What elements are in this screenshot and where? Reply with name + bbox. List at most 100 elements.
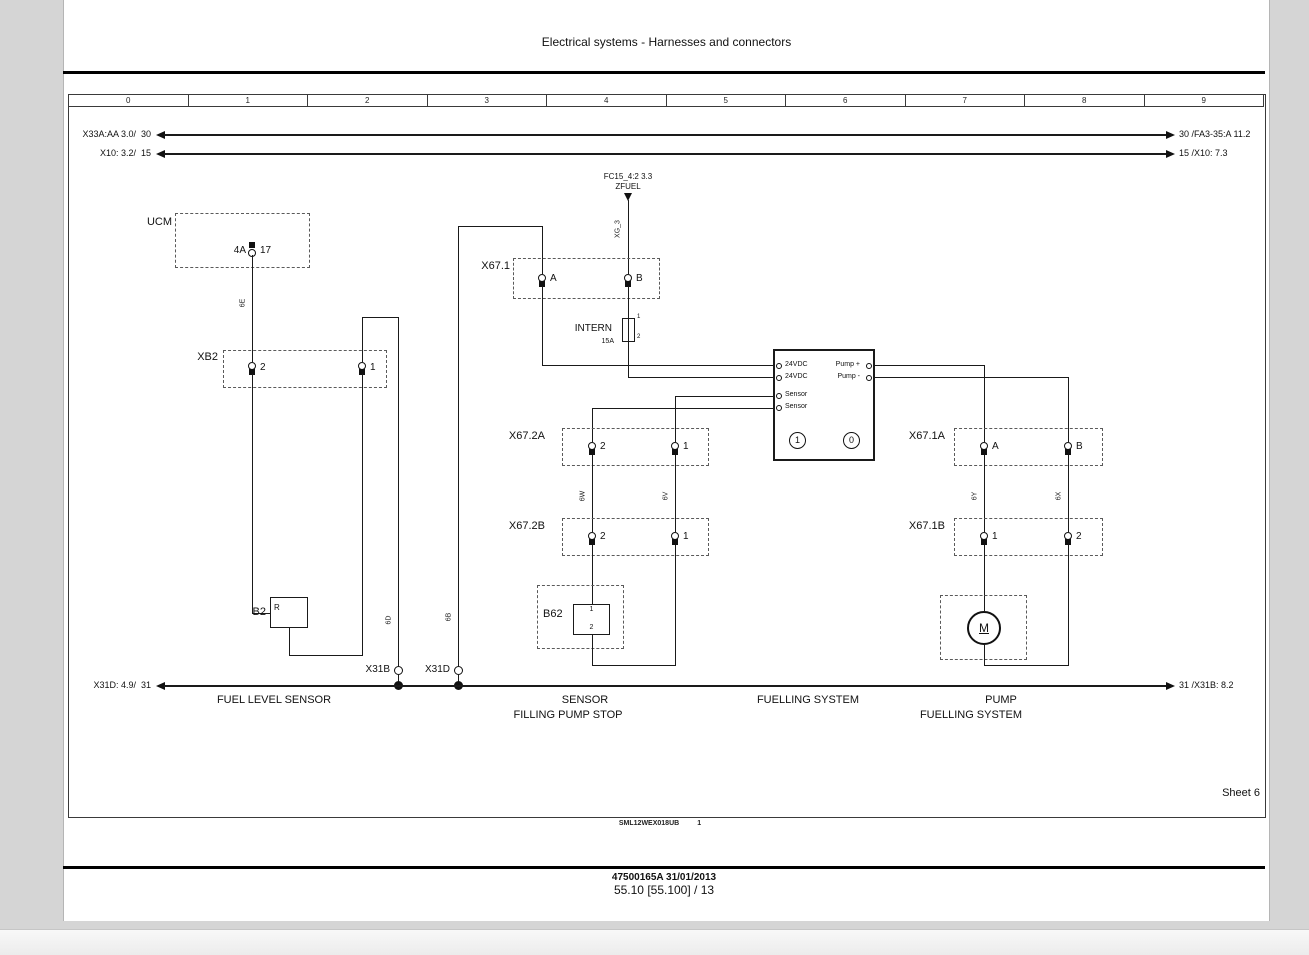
- x67-1-box: [513, 258, 660, 299]
- section-pump: PUMP: [985, 694, 1017, 706]
- wire-segment: [984, 665, 1069, 666]
- wire31-number: 31: [141, 680, 152, 690]
- xb2-pin2-label: 2: [260, 362, 266, 373]
- x67-1a-box: [954, 428, 1103, 466]
- zfuel-label: ZFUEL: [615, 182, 641, 191]
- connector-pin-icon: [248, 242, 256, 257]
- ecu-pin-24vdc-1: 24VDC: [785, 361, 808, 368]
- wire-segment: [592, 408, 773, 409]
- fuse-pin2-label: 2: [637, 334, 641, 340]
- wire-15: [164, 153, 1168, 155]
- motor-icon: M: [967, 611, 1001, 645]
- ruler-cell: 5: [667, 95, 786, 106]
- bottom-toolbar: [0, 929, 1309, 955]
- connector-pin-icon: [358, 362, 366, 375]
- ruler-cell: 9: [1201, 96, 1206, 105]
- drawing-code-rev: 1: [697, 820, 702, 827]
- wire-6e: [252, 255, 253, 362]
- title-rule: [63, 71, 1265, 74]
- wire-6b: [458, 226, 459, 666]
- b2-resistor-label: R: [274, 603, 280, 612]
- ruler-cell: 4: [547, 95, 667, 106]
- b62-label: B62: [543, 608, 563, 620]
- fuse-rating: 15A: [601, 338, 614, 345]
- x67-1b-pin1-label: 1: [992, 531, 998, 542]
- footer-rule: [63, 866, 1265, 869]
- wire-segment: [592, 545, 593, 604]
- x67-2b-pin1-label: 1: [683, 531, 689, 542]
- ecu-pin-icon: [776, 405, 782, 411]
- arrow-left-icon: [156, 682, 165, 690]
- ucm-box: [175, 213, 310, 268]
- wire-segment: [542, 286, 543, 365]
- x67-1-pinA-label: A: [550, 273, 557, 284]
- zfuel-ref: FC15_4:2 3.3: [603, 172, 653, 181]
- wire-segment: [289, 628, 290, 655]
- b2-sender-box: [270, 597, 308, 628]
- arrow-left-icon: [156, 131, 165, 139]
- connector-pin-icon: [980, 442, 988, 455]
- ucm-pin-label: 17: [260, 245, 272, 256]
- pump-box: [940, 595, 1027, 660]
- wire-6v: [675, 455, 676, 532]
- section-fuelling-system: FUELLING SYSTEM: [756, 694, 860, 706]
- ruler-cell: 0: [69, 95, 189, 106]
- ecu-pin-sensor-1: Sensor: [785, 391, 808, 398]
- x67-2a-box: [562, 428, 709, 466]
- connector-pin-icon: [624, 274, 632, 287]
- page-title: Electrical systems - Harnesses and conne…: [541, 35, 792, 49]
- x67-1b-label: X67.1B: [908, 520, 945, 532]
- b62-pin2-label: 2: [589, 624, 594, 631]
- connector-pin-icon: [1064, 532, 1072, 545]
- xb2-pin1-label: 1: [370, 362, 376, 373]
- wire15-to-ref: 15 /X10: 7.3: [1179, 148, 1228, 158]
- x67-2b-box: [562, 518, 709, 556]
- wire-segment: [542, 365, 773, 366]
- b2-label: B2: [252, 606, 266, 618]
- wire-segment: [875, 365, 984, 366]
- wire-6e-label: 6E: [239, 298, 247, 308]
- ecu-pin-icon: [776, 393, 782, 399]
- x67-1-pinB-label: B: [636, 273, 643, 284]
- ecu-pin-pump-plus: Pump +: [835, 361, 860, 368]
- section-pump-fuelling: FUELLING SYSTEM: [919, 709, 1023, 721]
- arrow-down-icon: [624, 193, 632, 201]
- x67-2a-pin2-label: 2: [600, 441, 606, 452]
- section-fuel-level-sensor: FUEL LEVEL SENSOR: [216, 694, 332, 706]
- wire-6y: [984, 455, 985, 532]
- wire-segment: [458, 226, 542, 227]
- wire-segment: [362, 374, 363, 655]
- wire-segment: [252, 613, 270, 614]
- connector-pin-icon: [588, 442, 596, 455]
- wire-segment: [1068, 377, 1069, 442]
- ruler: 0 1 2 3 4 5 6 7 8 9: [68, 94, 1264, 107]
- section-sensor: SENSOR: [561, 694, 609, 706]
- wire-6b-label: 6B: [445, 612, 453, 622]
- connector-pin-icon: [980, 532, 988, 545]
- ruler-cell: 1: [189, 95, 308, 106]
- xb2-label: XB2: [197, 351, 218, 363]
- wire-segment: [1068, 545, 1069, 666]
- x31d-label: X31D: [424, 664, 450, 675]
- connector-pin-icon: [671, 442, 679, 455]
- wire-6d: [398, 317, 399, 666]
- wire-segment: [398, 675, 399, 686]
- fuse-pin1-label: 1: [637, 314, 641, 320]
- connector-pin-icon: [538, 274, 546, 287]
- ucm-label: UCM: [146, 216, 172, 228]
- ecu-pin-icon: [776, 375, 782, 381]
- connector-pin-icon: [588, 532, 596, 545]
- ruler-cell: 3: [428, 95, 547, 106]
- section-ref: 55.10 [55.100] / 13: [613, 883, 715, 897]
- ecu-pin-icon: [776, 363, 782, 369]
- arrow-right-icon: [1166, 131, 1175, 139]
- sheet-label: Sheet 6: [1222, 787, 1260, 799]
- wire-segment: [675, 396, 773, 397]
- wire-xg3-label: XG_3: [614, 220, 622, 238]
- wire-6v-label: 6V: [662, 491, 670, 501]
- wire-6y-label: 6Y: [971, 491, 979, 501]
- wire-31: [164, 685, 1168, 687]
- ecu-pin-icon: [866, 375, 872, 381]
